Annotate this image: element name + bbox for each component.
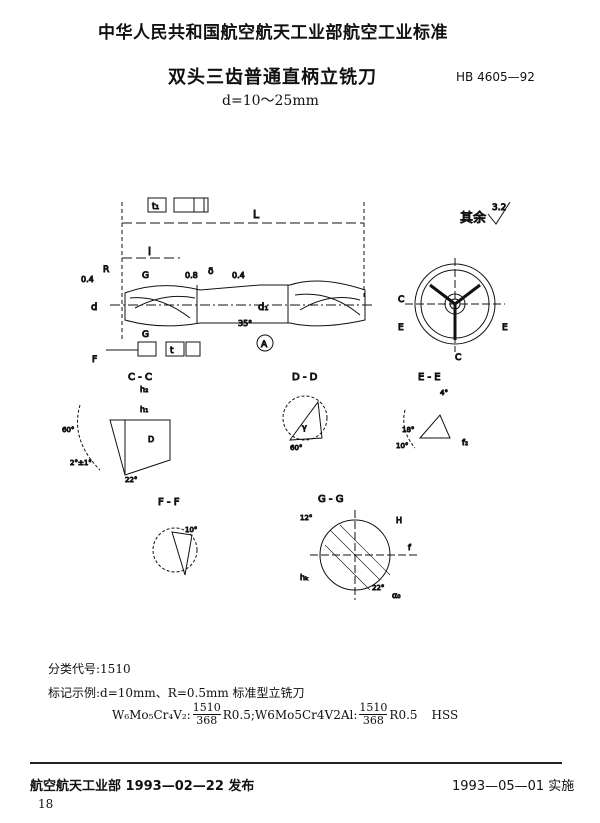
roughness-0.4: 0.4 bbox=[232, 271, 245, 280]
page-number: 18 bbox=[38, 797, 54, 811]
section-mark-C: C bbox=[455, 353, 461, 363]
end-view bbox=[405, 258, 505, 352]
runout-t: t bbox=[170, 346, 174, 356]
section-mark-G: G bbox=[142, 330, 149, 340]
dim-d: d bbox=[91, 302, 97, 313]
dim-L: L bbox=[253, 208, 260, 221]
section-mark-E: E bbox=[398, 323, 404, 333]
angle-35: 35° bbox=[238, 319, 252, 328]
section-mark-G: G bbox=[142, 271, 149, 281]
angle-12: 12° bbox=[300, 514, 312, 522]
angle-4: 4° bbox=[440, 389, 448, 397]
roughness-0.8: 0.8 bbox=[185, 271, 198, 280]
dim-d1: d₁ bbox=[258, 302, 268, 313]
issued-date: 航空航天工业部 1993—02—22 发布 bbox=[30, 779, 255, 794]
angle-60: 60° bbox=[62, 426, 74, 434]
standard-code: HB 4605—92 bbox=[456, 70, 535, 84]
section-mark-F: F bbox=[92, 355, 97, 365]
label-D: D bbox=[148, 435, 154, 444]
denominator: 368 bbox=[196, 714, 218, 727]
page-subtitle: d=10～25mm bbox=[222, 93, 319, 109]
radius-value: R0.5 bbox=[389, 707, 418, 722]
dim-delta: δ bbox=[208, 267, 214, 277]
section-gg bbox=[310, 510, 420, 600]
runout-t1: t₁ bbox=[152, 202, 160, 212]
section-title-ee: E - E bbox=[418, 372, 441, 383]
marking-example: 标记示例:d=10mm、R=0.5mm 标准型立铣刀 bbox=[48, 686, 305, 700]
issuing-organization: 中华人民共和国航空航天工业部航空工业标准 bbox=[98, 23, 448, 43]
angle-10: 10° bbox=[396, 442, 408, 450]
roughness-other-value: 3.2 bbox=[492, 203, 506, 213]
section-ff bbox=[152, 527, 198, 576]
label-hk: hₖ bbox=[300, 573, 308, 582]
angle-60: 60° bbox=[290, 444, 302, 452]
label-f2: f₂ bbox=[462, 438, 468, 447]
numerator: 1510 bbox=[192, 701, 221, 715]
angle-10: 10° bbox=[185, 526, 197, 534]
numerator: 1510 bbox=[359, 701, 388, 715]
classification-code: 分类代号:1510 bbox=[48, 662, 131, 676]
angle-18: 18° bbox=[402, 426, 414, 434]
dim-R: R bbox=[103, 265, 109, 275]
angle-22: 22° bbox=[372, 584, 384, 592]
label-h1: h₁ bbox=[140, 405, 148, 414]
section-title-gg: G - G bbox=[318, 494, 343, 505]
dim-l: l bbox=[148, 245, 151, 258]
section-ee bbox=[403, 409, 451, 449]
angle-2-1: 2°±1° bbox=[70, 459, 92, 467]
label-h2: h₂ bbox=[140, 385, 148, 394]
section-title-cc: C - C bbox=[128, 372, 152, 383]
end-mill-main-view bbox=[106, 197, 375, 357]
section-title-ff: F - F bbox=[158, 497, 180, 508]
angle-22: 22° bbox=[125, 476, 137, 484]
section-cc bbox=[77, 404, 171, 476]
page-title: 双头三齿普通直柄立铣刀 bbox=[168, 67, 377, 88]
effective-date: 1993—05—01 实施 bbox=[452, 779, 575, 794]
footer-divider bbox=[30, 762, 562, 764]
material-2: R0.5;W6Mo5Cr4V2Al: bbox=[222, 707, 358, 722]
label-gamma: γ bbox=[302, 423, 307, 432]
section-mark-E: E bbox=[502, 323, 508, 333]
hss-label: HSS bbox=[431, 707, 459, 722]
material-1: W₆Mo₅Cr₄V₂: bbox=[112, 707, 191, 722]
technical-drawing: L l d d₁ R δ 35° A t₁ t 0.4 0.8 0.4 F G … bbox=[62, 197, 511, 601]
label-alpha: α₀ bbox=[392, 591, 400, 600]
label-f: f bbox=[408, 543, 411, 552]
label-H: H bbox=[396, 516, 402, 525]
roughness-0.4: 0.4 bbox=[81, 275, 94, 284]
section-title-dd: D - D bbox=[292, 372, 318, 383]
section-dd bbox=[282, 395, 328, 441]
datum-A: A bbox=[261, 340, 268, 350]
denominator: 368 bbox=[362, 714, 384, 727]
section-mark-C: C bbox=[398, 295, 404, 305]
roughness-other-label: 其余 bbox=[460, 210, 486, 226]
